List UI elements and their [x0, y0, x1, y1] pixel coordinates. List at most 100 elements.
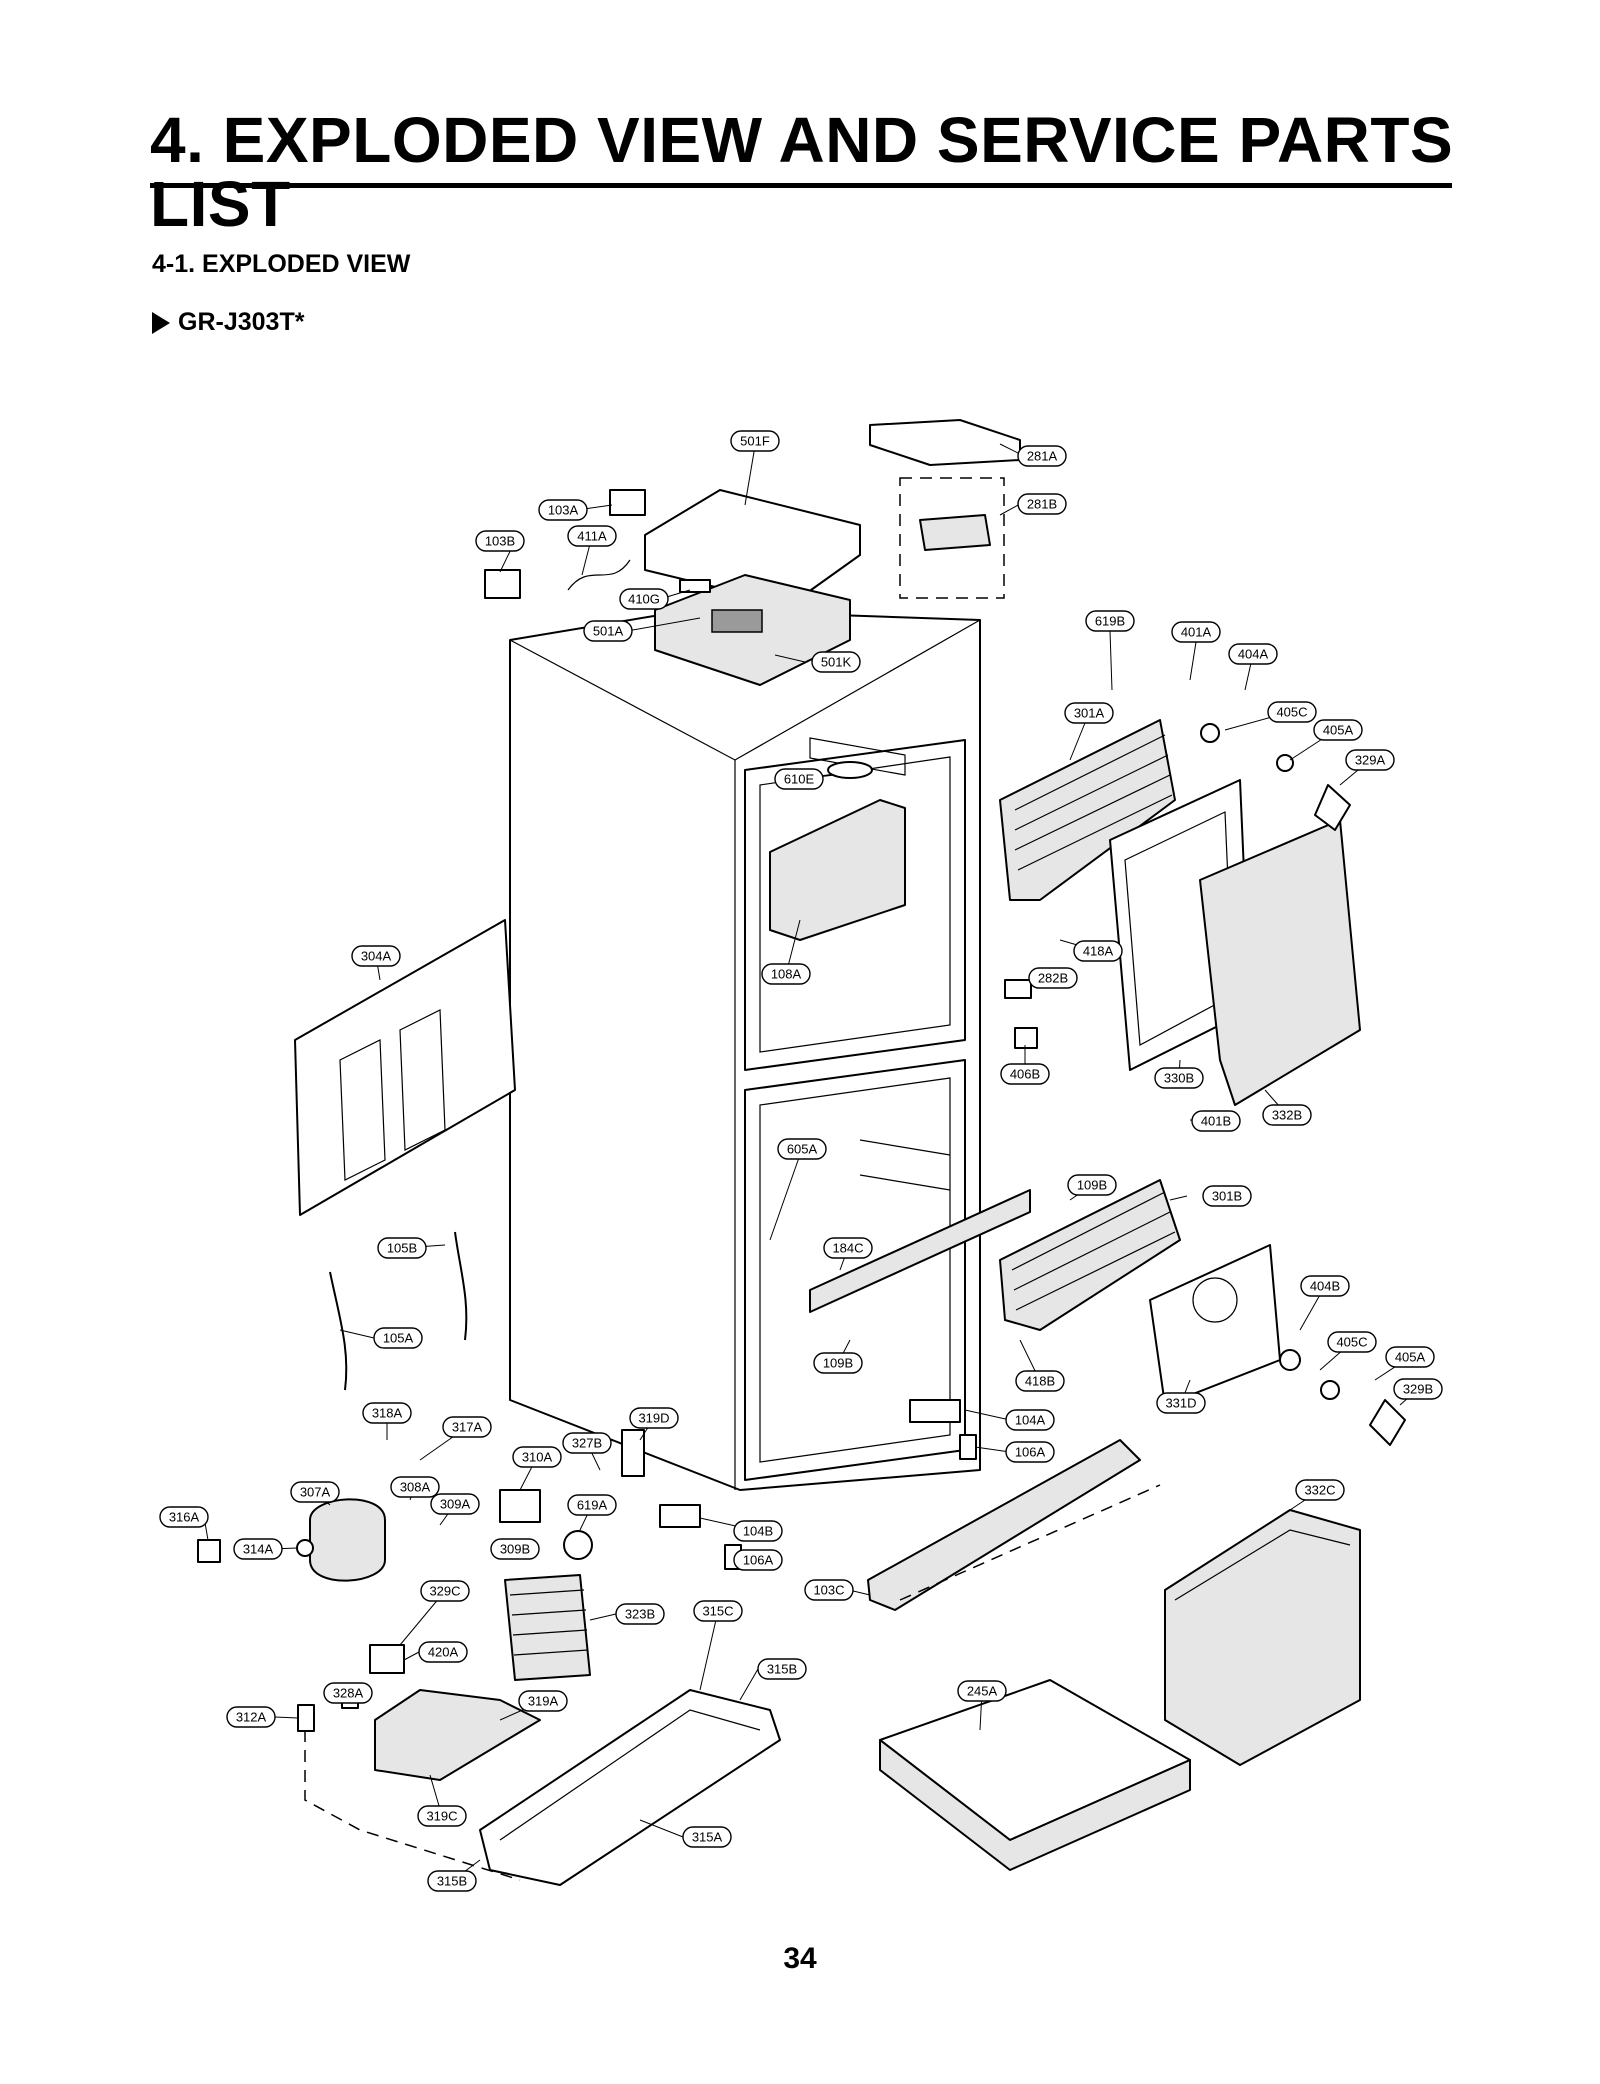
svg-text:109B: 109B: [1077, 1178, 1107, 1193]
relay-310A: [499, 1489, 541, 1523]
svg-text:405C: 405C: [1276, 705, 1307, 720]
svg-text:331D: 331D: [1165, 1396, 1196, 1411]
top-cover-501F: [644, 489, 861, 606]
piping-dashed: [304, 1730, 521, 1881]
label-332C: 332C: [1295, 1479, 1345, 1501]
svg-text:108A: 108A: [771, 967, 802, 982]
svg-text:418B: 418B: [1025, 1374, 1055, 1389]
label-319A: 319A: [518, 1690, 568, 1712]
label-108A: 108A: [761, 963, 811, 985]
label-109B-lower: 109B: [813, 1352, 863, 1374]
svg-text:301B: 301B: [1212, 1189, 1242, 1204]
svg-text:329B: 329B: [1403, 1382, 1433, 1397]
svg-text:619B: 619B: [1095, 614, 1125, 629]
svg-text:315C: 315C: [702, 1604, 733, 1619]
svg-text:245A: 245A: [967, 1684, 998, 1699]
label-501A: 501A: [583, 620, 633, 642]
svg-text:405A: 405A: [1395, 1350, 1426, 1365]
fan-329C: [369, 1644, 405, 1674]
cover-245A: [879, 1679, 1191, 1841]
label-405A-upper: 405A: [1313, 719, 1363, 741]
model-heading: GR-J303T*: [152, 308, 304, 337]
label-323B: 323B: [615, 1603, 665, 1625]
svg-text:329A: 329A: [1355, 753, 1386, 768]
svg-text:304A: 304A: [361, 949, 392, 964]
svg-text:610E: 610E: [784, 772, 815, 787]
svg-text:619A: 619A: [577, 1498, 608, 1513]
drain-105B: [454, 1231, 468, 1341]
svg-text:103B: 103B: [485, 534, 515, 549]
section-heading: 4-1. EXPLODED VIEW: [152, 250, 411, 278]
cover-245A-edge: [879, 1739, 1191, 1871]
label-501F: 501F: [730, 430, 780, 452]
label-331D: 331D: [1156, 1392, 1206, 1414]
label-315B-lower: 315B: [427, 1870, 477, 1892]
svg-text:309A: 309A: [440, 1497, 471, 1512]
label-619B: 619B: [1085, 610, 1135, 632]
svg-text:420A: 420A: [428, 1645, 459, 1660]
svg-text:329C: 329C: [429, 1584, 460, 1599]
label-406B: 406B: [1000, 1063, 1050, 1085]
label-105A: 105A: [373, 1327, 423, 1349]
label-418A: 418A: [1073, 940, 1123, 962]
svg-text:404A: 404A: [1238, 647, 1269, 662]
hinge-103B: [484, 569, 521, 599]
label-405C-upper: 405C: [1267, 701, 1317, 723]
label-315A: 315A: [682, 1826, 732, 1848]
label-317A: 317A: [442, 1416, 492, 1438]
label-605A: 605A: [777, 1138, 827, 1160]
svg-text:316A: 316A: [169, 1510, 200, 1525]
label-315B-upper: 315B: [757, 1658, 807, 1680]
lamp-cover-610E: [827, 761, 873, 779]
label-281B: 281B: [1017, 493, 1067, 515]
label-184C: 184C: [823, 1237, 873, 1259]
label-282B: 282B: [1028, 967, 1078, 989]
svg-text:315A: 315A: [692, 1830, 723, 1845]
label-104B: 104B: [733, 1520, 783, 1542]
svg-text:406B: 406B: [1010, 1067, 1040, 1082]
label-329C: 329C: [420, 1580, 470, 1602]
fan-329B: [1369, 1399, 1406, 1446]
label-404A: 404A: [1228, 643, 1278, 665]
svg-text:315B: 315B: [437, 1874, 467, 1889]
svg-text:106A: 106A: [1015, 1445, 1046, 1460]
label-301A: 301A: [1064, 702, 1114, 724]
triangle-bullet-icon: [152, 311, 170, 334]
drain-105A: [329, 1271, 348, 1391]
label-619A: 619A: [567, 1494, 617, 1516]
label-103B: 103B: [475, 530, 525, 552]
hinge-103A: [609, 489, 646, 516]
label-410G: 410G: [619, 588, 669, 610]
svg-text:104A: 104A: [1015, 1413, 1046, 1428]
svg-text:103C: 103C: [813, 1583, 844, 1598]
svg-text:319C: 319C: [426, 1809, 457, 1824]
svg-text:105A: 105A: [383, 1331, 414, 1346]
svg-text:314A: 314A: [243, 1542, 274, 1557]
svg-text:401A: 401A: [1181, 625, 1212, 640]
page-number: 34: [783, 1942, 817, 1975]
svg-text:106A: 106A: [743, 1553, 774, 1568]
label-106A-upper: 106A: [1005, 1441, 1055, 1463]
svg-text:401B: 401B: [1201, 1114, 1231, 1129]
label-307A: 307A: [290, 1481, 340, 1503]
svg-text:317A: 317A: [452, 1420, 483, 1435]
label-308A: 308A: [390, 1476, 440, 1498]
label-245A: 245A: [957, 1680, 1007, 1702]
svg-text:319D: 319D: [638, 1411, 669, 1426]
label-316A: 316A: [159, 1506, 209, 1528]
svg-text:411A: 411A: [577, 529, 607, 544]
part-316A: [197, 1539, 221, 1563]
svg-text:307A: 307A: [300, 1485, 331, 1500]
label-332B: 332B: [1262, 1104, 1312, 1126]
label-281A: 281A: [1017, 445, 1067, 467]
grommet-314A: [296, 1539, 314, 1557]
svg-text:328A: 328A: [333, 1686, 364, 1701]
label-405A-lower: 405A: [1385, 1346, 1435, 1368]
rail-184C: [809, 1189, 1031, 1313]
fan-motor-404A: [1200, 723, 1220, 743]
svg-text:332B: 332B: [1272, 1108, 1302, 1123]
back-cover-304A: [294, 919, 516, 1216]
label-318A: 318A: [362, 1402, 412, 1424]
harness-411A: [567, 559, 631, 591]
shroud-332B: [1199, 819, 1361, 1106]
